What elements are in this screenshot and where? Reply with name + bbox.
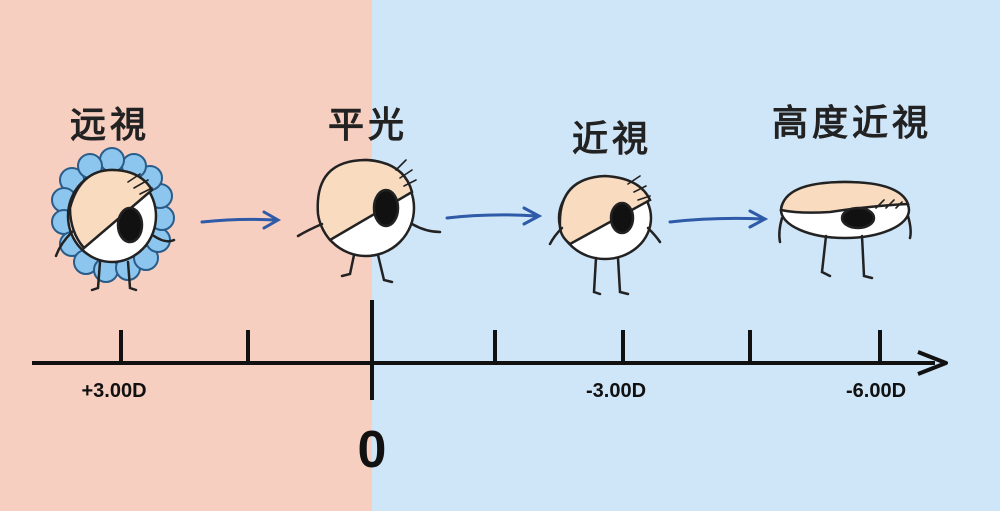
myopia-eye-character — [548, 174, 662, 296]
tick-label-minus-3: -3.00D — [585, 380, 647, 402]
high-myopia-eye-character — [778, 180, 912, 280]
arrow-3 — [668, 209, 769, 229]
zero-label: 0 — [357, 421, 387, 479]
arrow-1 — [200, 210, 282, 230]
tick-label-minus-6: -6.00D — [845, 380, 907, 402]
pupil — [609, 201, 635, 235]
emmetropia-eye-character — [296, 158, 442, 284]
stage-label-emmetropia: 平光 — [327, 105, 409, 146]
pupil — [840, 206, 876, 230]
eyelid — [779, 180, 910, 214]
hyperopia-background — [0, 0, 372, 511]
pupil — [116, 206, 144, 244]
diopter-axis — [32, 300, 948, 400]
eyelid — [316, 158, 414, 242]
stage-label-myopia: 近視 — [571, 119, 653, 160]
pupil — [372, 188, 400, 228]
stage-label-high-myopia: 高度近視 — [771, 103, 933, 144]
tick-label-plus-3: +3.00D — [81, 380, 147, 402]
hyperopia-eye-character — [51, 147, 176, 292]
progression-arrows — [200, 206, 769, 230]
eyelid — [68, 168, 154, 250]
axis-arrowhead — [917, 350, 948, 376]
stage-label-hyperopia: 远視 — [69, 105, 151, 146]
myopia-background — [372, 0, 1000, 511]
arrow-2 — [445, 206, 543, 226]
